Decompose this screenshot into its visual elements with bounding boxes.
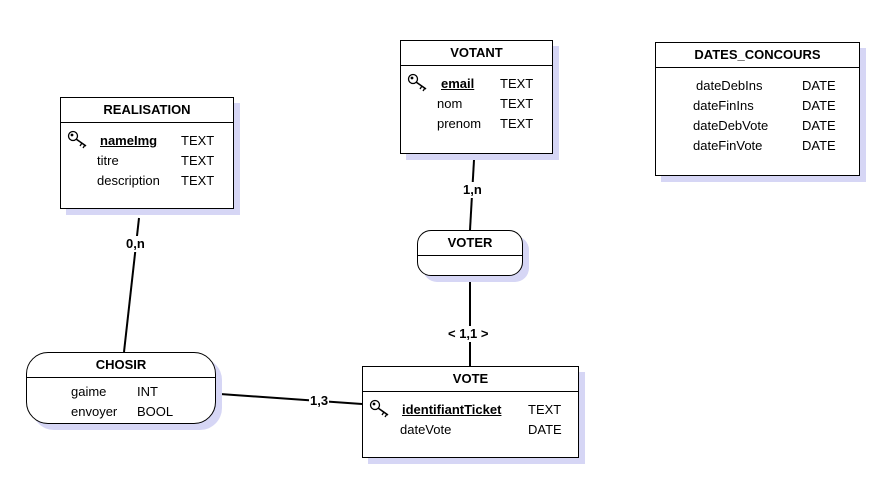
key-icon xyxy=(407,73,427,92)
attribute-row: gaime INT xyxy=(27,382,215,402)
cardinality-votant-voter: 1,n xyxy=(462,182,483,198)
attribute-row: email TEXT xyxy=(401,73,552,94)
attribute-name: dateVote xyxy=(400,422,452,437)
attribute-type: BOOL xyxy=(137,404,174,419)
key-icon xyxy=(67,130,87,149)
attribute-name: envoyer xyxy=(71,404,118,419)
entity-votant[interactable]: VOTANT email TEXT nom TEXT prenom TEXT xyxy=(400,40,553,154)
cardinality-voter-vote: < 1,1 > xyxy=(447,326,490,342)
cardinality-realisation-chosir: 0,n xyxy=(125,236,146,252)
attribute-type: TEXT xyxy=(181,173,215,188)
attribute-type: TEXT xyxy=(181,133,215,148)
attribute-name: nameImg xyxy=(100,133,158,148)
attribute-row: dateFinIns DATE xyxy=(656,96,859,116)
attribute-type: DATE xyxy=(802,98,836,113)
attribute-row: dateFinVote DATE xyxy=(656,136,859,156)
attribute-row: dateVote DATE xyxy=(363,420,578,440)
attribute-row: envoyer BOOL xyxy=(27,402,215,422)
attribute-row: identifiantTicket TEXT xyxy=(363,399,578,420)
attribute-type: TEXT xyxy=(500,116,534,131)
entity-dates-concours[interactable]: DATES_CONCOURS dateDebIns DATE dateFinIn… xyxy=(655,42,860,176)
attribute-type: TEXT xyxy=(181,153,215,168)
attribute-name: dateFinVote xyxy=(693,138,763,153)
attribute-name: identifiantTicket xyxy=(402,402,502,417)
attribute-type: DATE xyxy=(528,422,562,437)
attribute-row: titre TEXT xyxy=(61,151,233,171)
attribute-type: TEXT xyxy=(528,402,562,417)
attribute-row: nameImg TEXT xyxy=(61,130,233,151)
attribute-name: nom xyxy=(437,96,463,111)
association-title: CHOSIR xyxy=(27,353,215,378)
attribute-type: TEXT xyxy=(500,96,534,111)
attribute-name: prenom xyxy=(437,116,482,131)
attribute-name: dateDebIns xyxy=(696,78,763,93)
attribute-name: email xyxy=(441,76,475,91)
attribute-row: nom TEXT xyxy=(401,94,552,114)
link-chosir-vote xyxy=(219,393,363,405)
attribute-row: prenom TEXT xyxy=(401,114,552,134)
association-voter[interactable]: VOTER xyxy=(417,230,523,276)
attribute-type: TEXT xyxy=(500,76,534,91)
attribute-name: description xyxy=(97,173,160,188)
attribute-name: dateDebVote xyxy=(693,118,769,133)
entity-vote[interactable]: VOTE identifiantTicket TEXT dateVote DAT… xyxy=(362,366,579,458)
key-icon xyxy=(369,399,389,418)
attribute-row: dateDebIns DATE xyxy=(656,76,859,96)
entity-realisation[interactable]: REALISATION nameImg TEXT titre TEXT desc… xyxy=(60,97,234,209)
attribute-row: dateDebVote DATE xyxy=(656,116,859,136)
entity-title: VOTANT xyxy=(401,41,552,66)
attribute-type: DATE xyxy=(802,138,836,153)
entity-title: REALISATION xyxy=(61,98,233,123)
entity-title: VOTE xyxy=(363,367,578,392)
association-chosir[interactable]: CHOSIR gaime INT envoyer BOOL xyxy=(26,352,216,424)
entity-title: DATES_CONCOURS xyxy=(656,43,859,68)
attribute-name: titre xyxy=(97,153,119,168)
attribute-type: INT xyxy=(137,384,158,399)
association-title: VOTER xyxy=(418,231,522,256)
attribute-type: DATE xyxy=(802,78,836,93)
attribute-name: gaime xyxy=(71,384,107,399)
attribute-row: description TEXT xyxy=(61,171,233,191)
attribute-name: dateFinIns xyxy=(693,98,754,113)
attribute-type: DATE xyxy=(802,118,836,133)
cardinality-chosir-vote: 1,3 xyxy=(309,393,330,409)
